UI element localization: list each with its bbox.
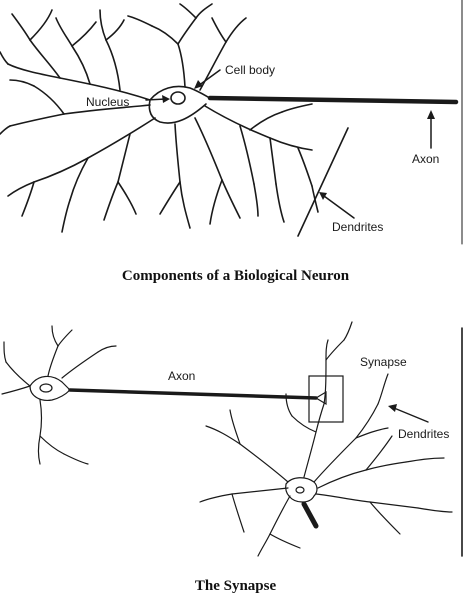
biological-neuron-diagram: Cell body Nucleus Axon Dendrites [0,0,463,245]
right-neuron-axon [301,501,319,529]
synapse-label: Synapse [360,355,407,369]
axon-arrow [427,110,435,149]
axon-terminal [314,390,327,406]
synapse-dendrites-label: Dendrites [398,427,449,441]
left-neuron [1,325,117,465]
cell-body-label: Cell body [225,63,275,77]
figure-2-caption: The Synapse [194,578,277,594]
dendrites-arrow [319,192,355,219]
axon-label: Axon [412,152,439,166]
dendrite-pointer-line [297,127,349,237]
synapse-axon-line [68,388,318,400]
cell-body-arrow [194,69,221,89]
right-neuron [199,321,453,557]
nucleus-shape [170,91,186,105]
neuron-dendrite-tree [0,3,319,233]
synapse-axon-label: Axon [168,369,195,383]
synapse-diagram: Axon Synapse Dendrites [1,321,463,557]
nucleus-arrow [145,95,170,103]
axon-line [207,95,459,105]
figure-1-caption: Components of a Biological Neuron [121,268,350,284]
synapse-dendrites-arrow [388,404,429,423]
nucleus-label: Nucleus [86,95,129,109]
dendrites-label: Dendrites [332,220,383,234]
